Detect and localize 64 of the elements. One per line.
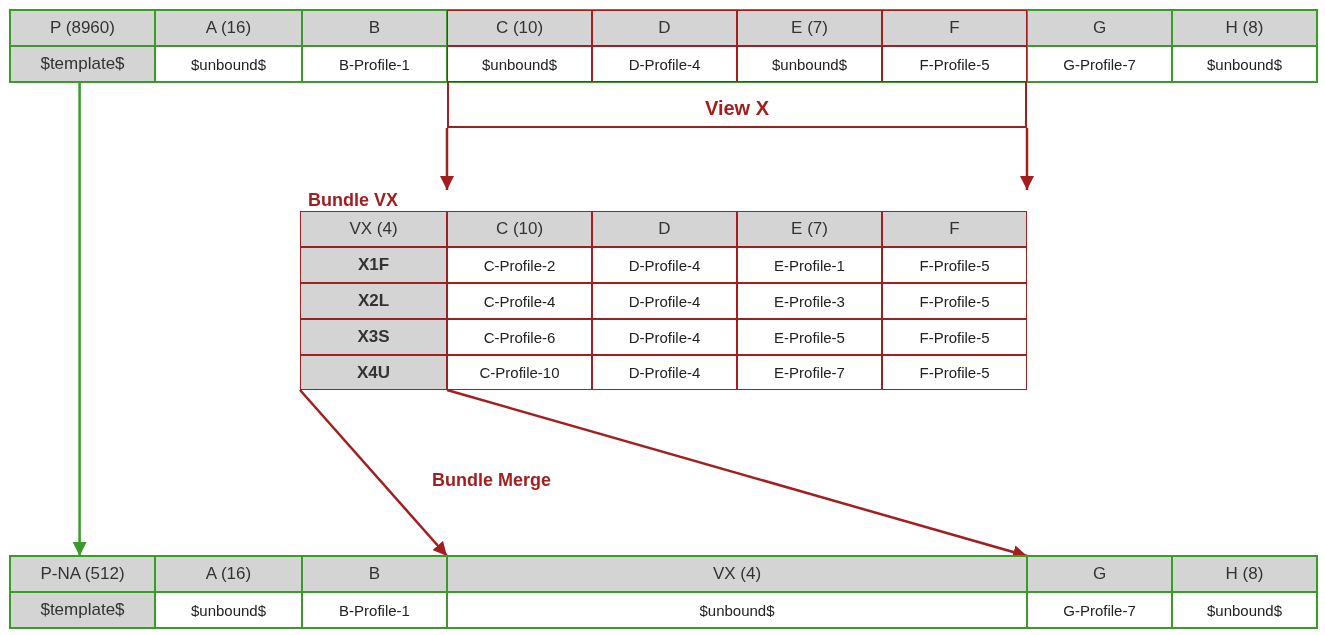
data-cell: $unbound$ (447, 46, 592, 82)
data-cell: B-Profile-1 (302, 592, 447, 628)
header-cell: F (882, 211, 1027, 247)
header-cell: VX (4) (300, 211, 447, 247)
data-cell: C-Profile-10 (447, 355, 592, 390)
row-header-cell: X1F (300, 247, 447, 283)
header-cell: D (592, 211, 737, 247)
profile-table (10, 10, 1317, 82)
header-cell: F (882, 10, 1027, 46)
profile-table (10, 556, 1317, 628)
header-cell: P-NA (512) (10, 556, 155, 592)
header-cell: C (10) (447, 211, 592, 247)
table-heading: Bundle VX (308, 190, 398, 211)
data-cell: C-Profile-4 (447, 283, 592, 319)
data-cell: $unbound$ (155, 46, 302, 82)
data-cell: F-Profile-5 (882, 247, 1027, 283)
data-cell: E-Profile-3 (737, 283, 882, 319)
data-cell: D-Profile-4 (592, 283, 737, 319)
header-cell: A (16) (155, 10, 302, 46)
header-cell: G (1027, 556, 1172, 592)
data-cell: F-Profile-5 (882, 283, 1027, 319)
data-cell: D-Profile-4 (592, 247, 737, 283)
header-cell: C (10) (447, 10, 592, 46)
view-region: View X (447, 82, 1027, 128)
data-cell: G-Profile-7 (1027, 46, 1172, 82)
header-cell: P (8960) (10, 10, 155, 46)
data-cell: E-Profile-5 (737, 319, 882, 355)
data-cell: $unbound$ (447, 592, 1027, 628)
header-cell: H (8) (1172, 10, 1317, 46)
row-header-cell: X4U (300, 355, 447, 390)
data-cell: E-Profile-7 (737, 355, 882, 390)
header-cell: A (16) (155, 556, 302, 592)
row-header-cell: X2L (300, 283, 447, 319)
data-cell: G-Profile-7 (1027, 592, 1172, 628)
data-cell: F-Profile-5 (882, 355, 1027, 390)
data-cell: $unbound$ (1172, 46, 1317, 82)
data-cell: C-Profile-2 (447, 247, 592, 283)
arrow (72, 82, 87, 556)
data-cell: B-Profile-1 (302, 46, 447, 82)
header-cell: D (592, 10, 737, 46)
profile-table (300, 190, 1027, 390)
data-cell: E-Profile-1 (737, 247, 882, 283)
data-cell: D-Profile-4 (592, 319, 737, 355)
header-cell: E (7) (737, 10, 882, 46)
row-header-cell: X3S (300, 319, 447, 355)
header-cell: VX (4) (447, 556, 1027, 592)
row-header-cell: $template$ (10, 592, 155, 628)
header-cell: G (1027, 10, 1172, 46)
data-cell: F-Profile-5 (882, 46, 1027, 82)
data-cell: $unbound$ (1172, 592, 1317, 628)
data-cell: D-Profile-4 (592, 46, 737, 82)
arrow (299, 389, 448, 557)
data-cell: $unbound$ (737, 46, 882, 82)
header-cell: B (302, 10, 447, 46)
arrow (1020, 128, 1034, 190)
data-cell: $unbound$ (155, 592, 302, 628)
arrow (440, 128, 454, 190)
header-cell: H (8) (1172, 556, 1317, 592)
row-header-cell: $template$ (10, 46, 155, 82)
data-cell: C-Profile-6 (447, 319, 592, 355)
data-cell: D-Profile-4 (592, 355, 737, 390)
data-cell: F-Profile-5 (882, 319, 1027, 355)
header-cell: E (7) (737, 211, 882, 247)
header-cell: B (302, 556, 447, 592)
